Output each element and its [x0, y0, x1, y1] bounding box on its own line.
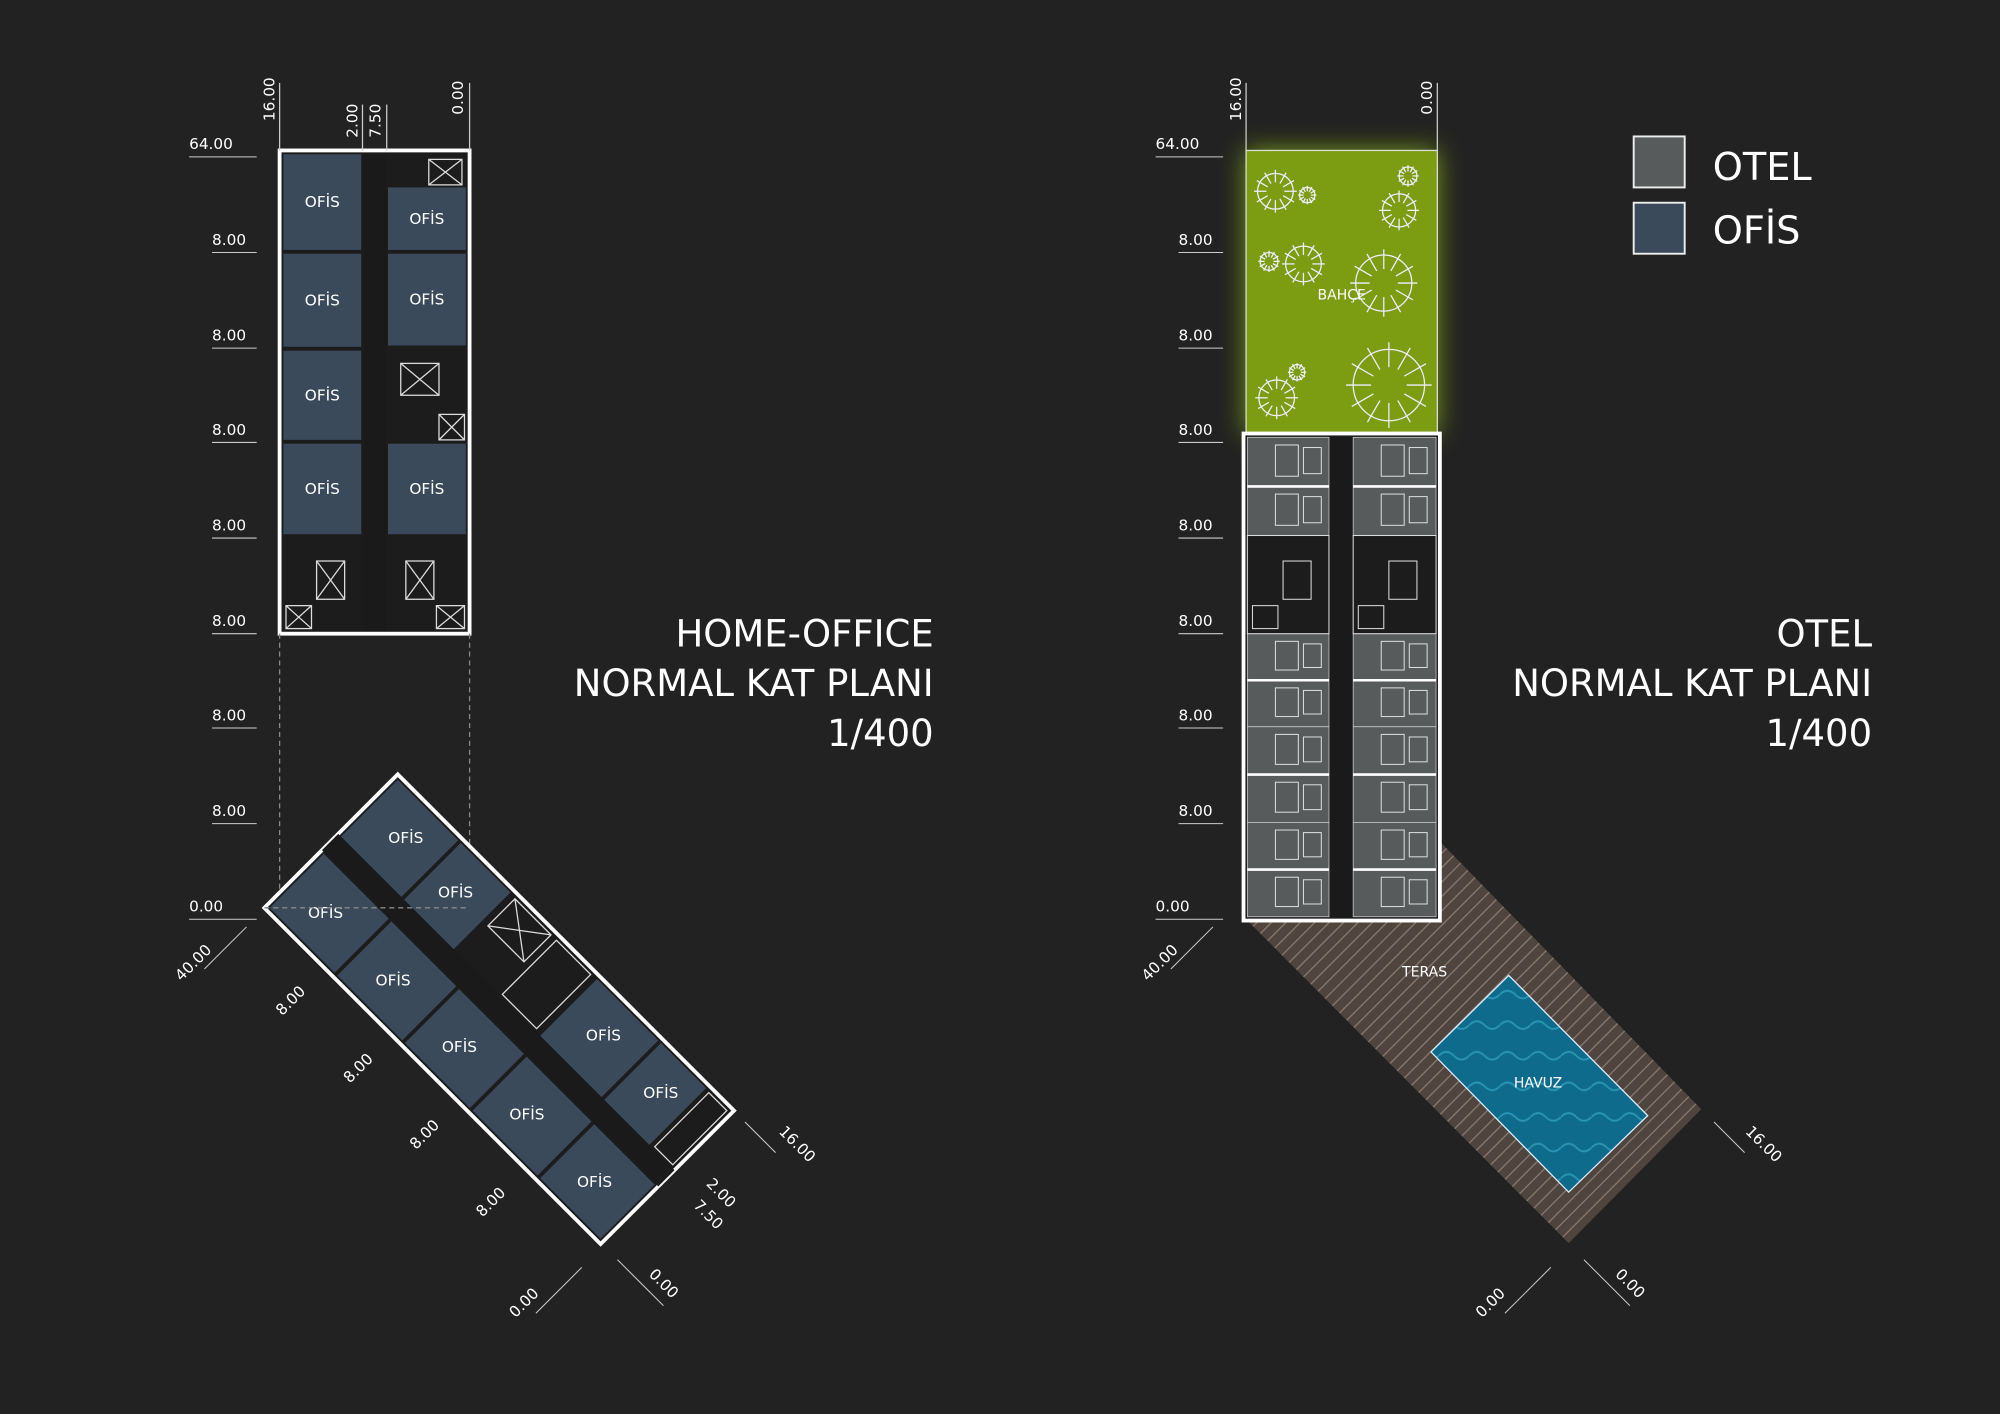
home-office-title: HOME-OFFICE NORMAL KAT PLANI 1/400 — [574, 612, 934, 754]
office-room — [604, 1043, 707, 1145]
garden — [1245, 149, 1438, 435]
legend-label-ofis: OFİS — [1713, 208, 1801, 254]
stair-core — [438, 413, 466, 441]
stair-core — [285, 604, 313, 630]
office-label: OFİS — [438, 883, 473, 902]
office-room — [283, 253, 362, 347]
level-dimension: 8.00 — [1179, 706, 1213, 724]
level-dimension: 8.00 — [212, 802, 246, 820]
office-label: OFİS — [577, 1172, 612, 1191]
dimension-label: 40.00 — [172, 941, 216, 985]
stair-core — [400, 362, 440, 396]
dimension-label: 0.00 — [449, 81, 467, 115]
office-label: OFİS — [305, 479, 340, 498]
office-label: OFİS — [409, 290, 444, 309]
dimension-label: 8.00 — [472, 1184, 509, 1221]
dimension-label: 0.00 — [506, 1284, 543, 1321]
office-room — [472, 1056, 592, 1176]
svg-text:1/400: 1/400 — [1766, 712, 1873, 755]
legend-swatch-ofis — [1632, 201, 1686, 255]
dimension-label: 7.50 — [366, 104, 384, 138]
stair-core — [428, 158, 463, 186]
svg-text:NORMAL KAT PLANI: NORMAL KAT PLANI — [1512, 662, 1872, 705]
level-dimension: 64.00 — [189, 135, 233, 153]
level-dimension: 0.00 — [189, 898, 223, 916]
svg-text:HOME-OFFICE: HOME-OFFICE — [675, 612, 933, 655]
dimension-label: 16.00 — [1742, 1122, 1786, 1166]
office-room — [283, 154, 362, 250]
level-dimension: 8.00 — [1179, 612, 1213, 630]
level-dimension: 8.00 — [1179, 231, 1213, 249]
level-dimension: 8.00 — [1179, 802, 1213, 820]
office-label: OFİS — [376, 971, 411, 990]
dimension-label: 0.00 — [1612, 1265, 1649, 1302]
hotel-title: OTEL NORMAL KAT PLANI 1/400 — [1512, 612, 1872, 754]
office-label: OFİS — [305, 385, 340, 404]
level-dimension: 8.00 — [212, 231, 246, 249]
level-dimension: 8.00 — [212, 706, 246, 724]
level-dimension: 64.00 — [1156, 135, 1200, 153]
pool-label: HAVUZ — [1514, 1076, 1562, 1092]
dimension-label: 40.00 — [1138, 941, 1182, 985]
level-dimension: 8.00 — [1179, 326, 1213, 344]
dimension-label: 0.00 — [1472, 1284, 1509, 1321]
office-room — [283, 350, 362, 440]
office-label: OFİS — [305, 290, 340, 309]
svg-text:OTEL: OTEL — [1776, 612, 1872, 655]
dimension-label: 16.00 — [775, 1122, 819, 1166]
home-office-rotated-plan: OFİS OFİS OFİS OFİS OFİS OFİS OFİS OFİS OFİS — [261, 771, 737, 1247]
stair-core — [315, 560, 346, 600]
office-room — [404, 842, 511, 950]
level-dimension: 8.00 — [212, 421, 246, 439]
office-label: OFİS — [409, 479, 444, 498]
dimension-label: 0.00 — [645, 1265, 682, 1302]
office-room — [540, 1124, 655, 1239]
dimension-label: 8.00 — [272, 982, 309, 1019]
office-label: OFİS — [388, 828, 423, 847]
office-label: OFİS — [409, 209, 444, 228]
level-dimension: 8.00 — [212, 612, 246, 630]
dimension-label: 8.00 — [340, 1050, 377, 1087]
office-label: OFİS — [305, 192, 340, 211]
office-room — [269, 853, 389, 973]
corridor — [363, 154, 387, 632]
stair-core — [1352, 534, 1437, 635]
office-label: OFİS — [442, 1037, 477, 1056]
dimension-label: 16.00 — [261, 77, 279, 121]
stair-core — [405, 560, 435, 600]
office-label: OFİS — [586, 1025, 621, 1044]
office-room — [387, 187, 466, 250]
level-dimension: 8.00 — [1179, 421, 1213, 439]
office-room — [404, 988, 524, 1108]
stair-core — [1246, 534, 1330, 635]
office-label: OFİS — [509, 1104, 544, 1123]
dimension-label: 0.00 — [1418, 81, 1436, 115]
legend: OTEL OFİS — [1632, 135, 1813, 255]
office-room — [540, 979, 659, 1098]
legend-label-otel: OTEL — [1713, 145, 1813, 190]
garden-label: BAHÇE — [1318, 288, 1366, 304]
office-label: OFİS — [308, 903, 343, 922]
dimension-label: 2.00 — [343, 104, 361, 138]
pool — [1430, 974, 1649, 1194]
dimension-label: 8.00 — [406, 1116, 443, 1153]
level-dimension: 8.00 — [212, 516, 246, 534]
level-dimension: 8.00 — [1179, 516, 1213, 534]
office-room — [387, 253, 466, 346]
svg-text:NORMAL KAT PLANI: NORMAL KAT PLANI — [574, 662, 934, 705]
office-room — [387, 443, 466, 535]
legend-swatch-otel — [1632, 135, 1686, 189]
office-room — [337, 921, 457, 1041]
svg-text:1/400: 1/400 — [827, 712, 934, 755]
level-dimension: 0.00 — [1156, 898, 1190, 916]
office-label: OFİS — [643, 1083, 678, 1102]
home-office-upright-plan: OFİS OFİS OFİS OFİS OFİS OFİS OFİS — [277, 82, 472, 893]
office-room — [283, 443, 362, 535]
dimension-label: 16.00 — [1227, 77, 1245, 121]
level-dimension: 8.00 — [212, 326, 246, 344]
stair-core — [435, 604, 466, 630]
office-room — [340, 779, 459, 897]
terrace-label: TERAS — [1401, 965, 1447, 981]
hotel-plan: BAHÇE TERAS HAVUZ — [1241, 82, 1702, 1244]
